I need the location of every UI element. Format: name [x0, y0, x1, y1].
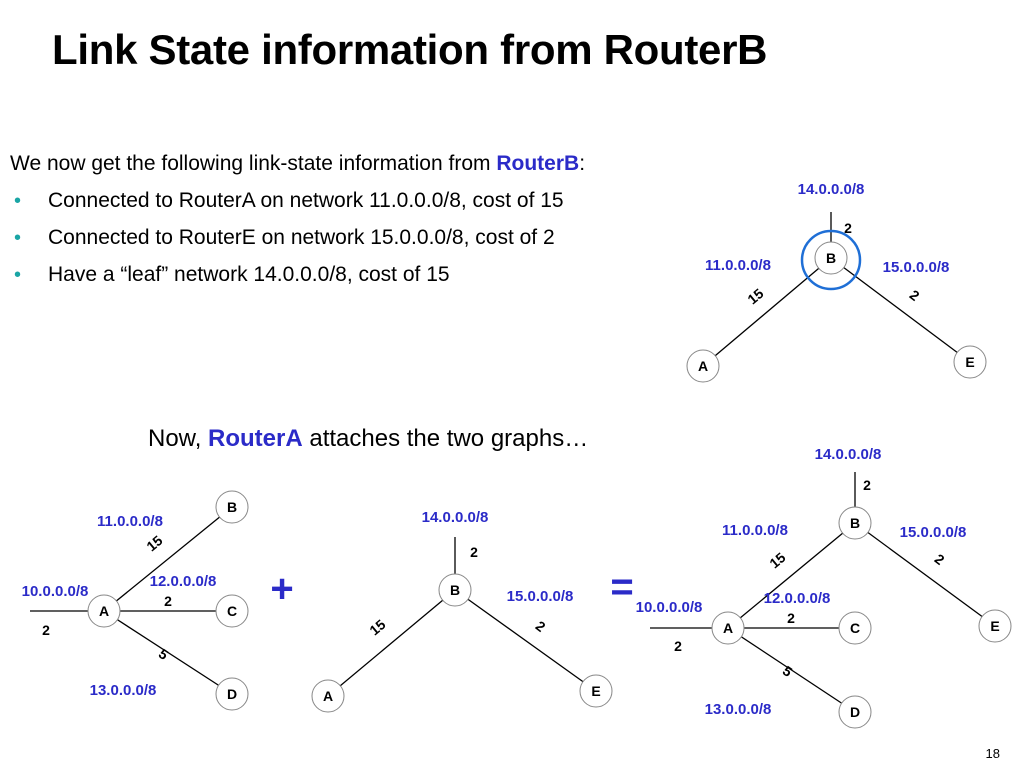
intro-text: We now get the following link-state info…	[10, 152, 585, 176]
bullet-list: • Connected to RouterA on network 11.0.0.…	[14, 189, 564, 300]
node-label: D	[850, 704, 860, 720]
network-label: 15.0.0.0/8	[507, 588, 574, 605]
graph-middle	[311, 537, 613, 713]
node-label: A	[323, 688, 333, 704]
cost-label: 15	[744, 285, 766, 307]
node-label: A	[698, 358, 708, 374]
node-label: B	[850, 515, 860, 531]
network-label: 10.0.0.0/8	[22, 583, 89, 600]
link-b-e	[854, 522, 996, 627]
node-label: A	[723, 620, 733, 636]
cost-label: 15	[766, 549, 788, 571]
link-b-a	[327, 589, 456, 697]
link-b-a	[702, 257, 832, 367]
node-label: C	[850, 620, 860, 636]
attach-suffix: attaches the two graphs…	[302, 425, 589, 452]
equals-sign: =	[610, 565, 633, 609]
node-label: E	[965, 354, 974, 370]
node-label: E	[990, 618, 999, 634]
attach-caption: Now, RouterA attaches the two graphs…	[148, 425, 588, 453]
bullet-icon: •	[14, 227, 22, 249]
intro-router-name: RouterB	[496, 152, 580, 175]
page-number: 18	[985, 746, 1000, 761]
graph-top-right	[686, 212, 987, 383]
network-label: 10.0.0.0/8	[636, 599, 703, 616]
link-b-e	[830, 257, 971, 363]
cost-label: 15	[366, 616, 388, 638]
cost-label: 2	[844, 220, 852, 236]
network-label: 14.0.0.0/8	[815, 446, 882, 463]
bullet-text: Connected to RouterE on network 15.0.0.0…	[48, 226, 555, 249]
network-label: 11.0.0.0/8	[722, 522, 788, 539]
intro-suffix: :	[579, 152, 586, 175]
node-label: A	[99, 603, 109, 619]
router-node	[215, 594, 249, 628]
bullet-item: • Connected to RouterA on network 11.0.0.…	[14, 189, 564, 226]
node-label: D	[227, 686, 237, 702]
node-label: B	[826, 250, 836, 266]
graph-left	[30, 490, 249, 711]
node-label: C	[227, 603, 237, 619]
network-label: 13.0.0.0/8	[705, 701, 772, 718]
router-node	[215, 677, 249, 711]
link-a-d	[103, 610, 233, 695]
intro-prefix: We now get the following link-state info…	[10, 152, 497, 175]
router-node	[438, 573, 472, 607]
network-label: 12.0.0.0/8	[150, 573, 217, 590]
router-node	[215, 490, 249, 524]
cost-label: 2	[470, 544, 478, 560]
node-label: B	[450, 582, 460, 598]
node-label: E	[591, 683, 600, 699]
network-label: 11.0.0.0/8	[705, 257, 771, 274]
graph-right	[650, 472, 1012, 729]
network-label: 11.0.0.0/8	[97, 513, 163, 530]
plus-sign: +	[270, 567, 293, 611]
link-a-d	[727, 627, 856, 713]
cost-label: 2	[863, 477, 871, 493]
cost-label: 15	[143, 532, 165, 554]
network-label: 14.0.0.0/8	[798, 181, 865, 198]
router-node	[953, 345, 987, 379]
cost-label: 2	[533, 617, 549, 635]
slide-title: Link State information from RouterB	[52, 26, 768, 73]
bullet-icon: •	[14, 264, 22, 286]
cost-label: 2	[164, 593, 172, 609]
cost-label: 5	[156, 645, 172, 663]
router-node	[686, 349, 720, 383]
router-node	[579, 674, 613, 708]
node-label: B	[227, 499, 237, 515]
router-node	[838, 506, 872, 540]
network-label: 12.0.0.0/8	[764, 590, 831, 607]
link-a-b	[103, 506, 233, 612]
network-label: 15.0.0.0/8	[900, 524, 967, 541]
bullet-item: • Connected to RouterE on network 15.0.0.…	[14, 226, 564, 263]
network-label: 14.0.0.0/8	[422, 509, 489, 526]
network-label: 15.0.0.0/8	[883, 259, 950, 276]
network-label: 13.0.0.0/8	[90, 682, 157, 699]
router-node	[838, 695, 872, 729]
router-node	[814, 241, 848, 275]
highlight-circle	[800, 229, 862, 291]
link-b-e	[454, 589, 597, 692]
bullet-icon: •	[14, 190, 22, 212]
attach-router-name: RouterA	[208, 425, 303, 452]
router-node	[978, 609, 1012, 643]
bullet-item: • Have a “leaf” network 14.0.0.0/8, cost …	[14, 263, 564, 300]
cost-label: 2	[42, 622, 50, 638]
attach-prefix: Now,	[148, 425, 209, 452]
bullet-text: Have a “leaf” network 14.0.0.0/8, cost o…	[48, 263, 450, 286]
cost-label: 2	[907, 286, 923, 304]
router-node	[87, 594, 121, 628]
router-node	[838, 611, 872, 645]
cost-label: 2	[787, 610, 795, 626]
router-node	[711, 611, 745, 645]
router-node	[311, 679, 345, 713]
link-b-a	[727, 522, 856, 629]
cost-label: 2	[674, 638, 682, 654]
bullet-text: Connected to RouterA on network 11.0.0.0…	[48, 189, 564, 212]
cost-label: 2	[932, 550, 948, 568]
